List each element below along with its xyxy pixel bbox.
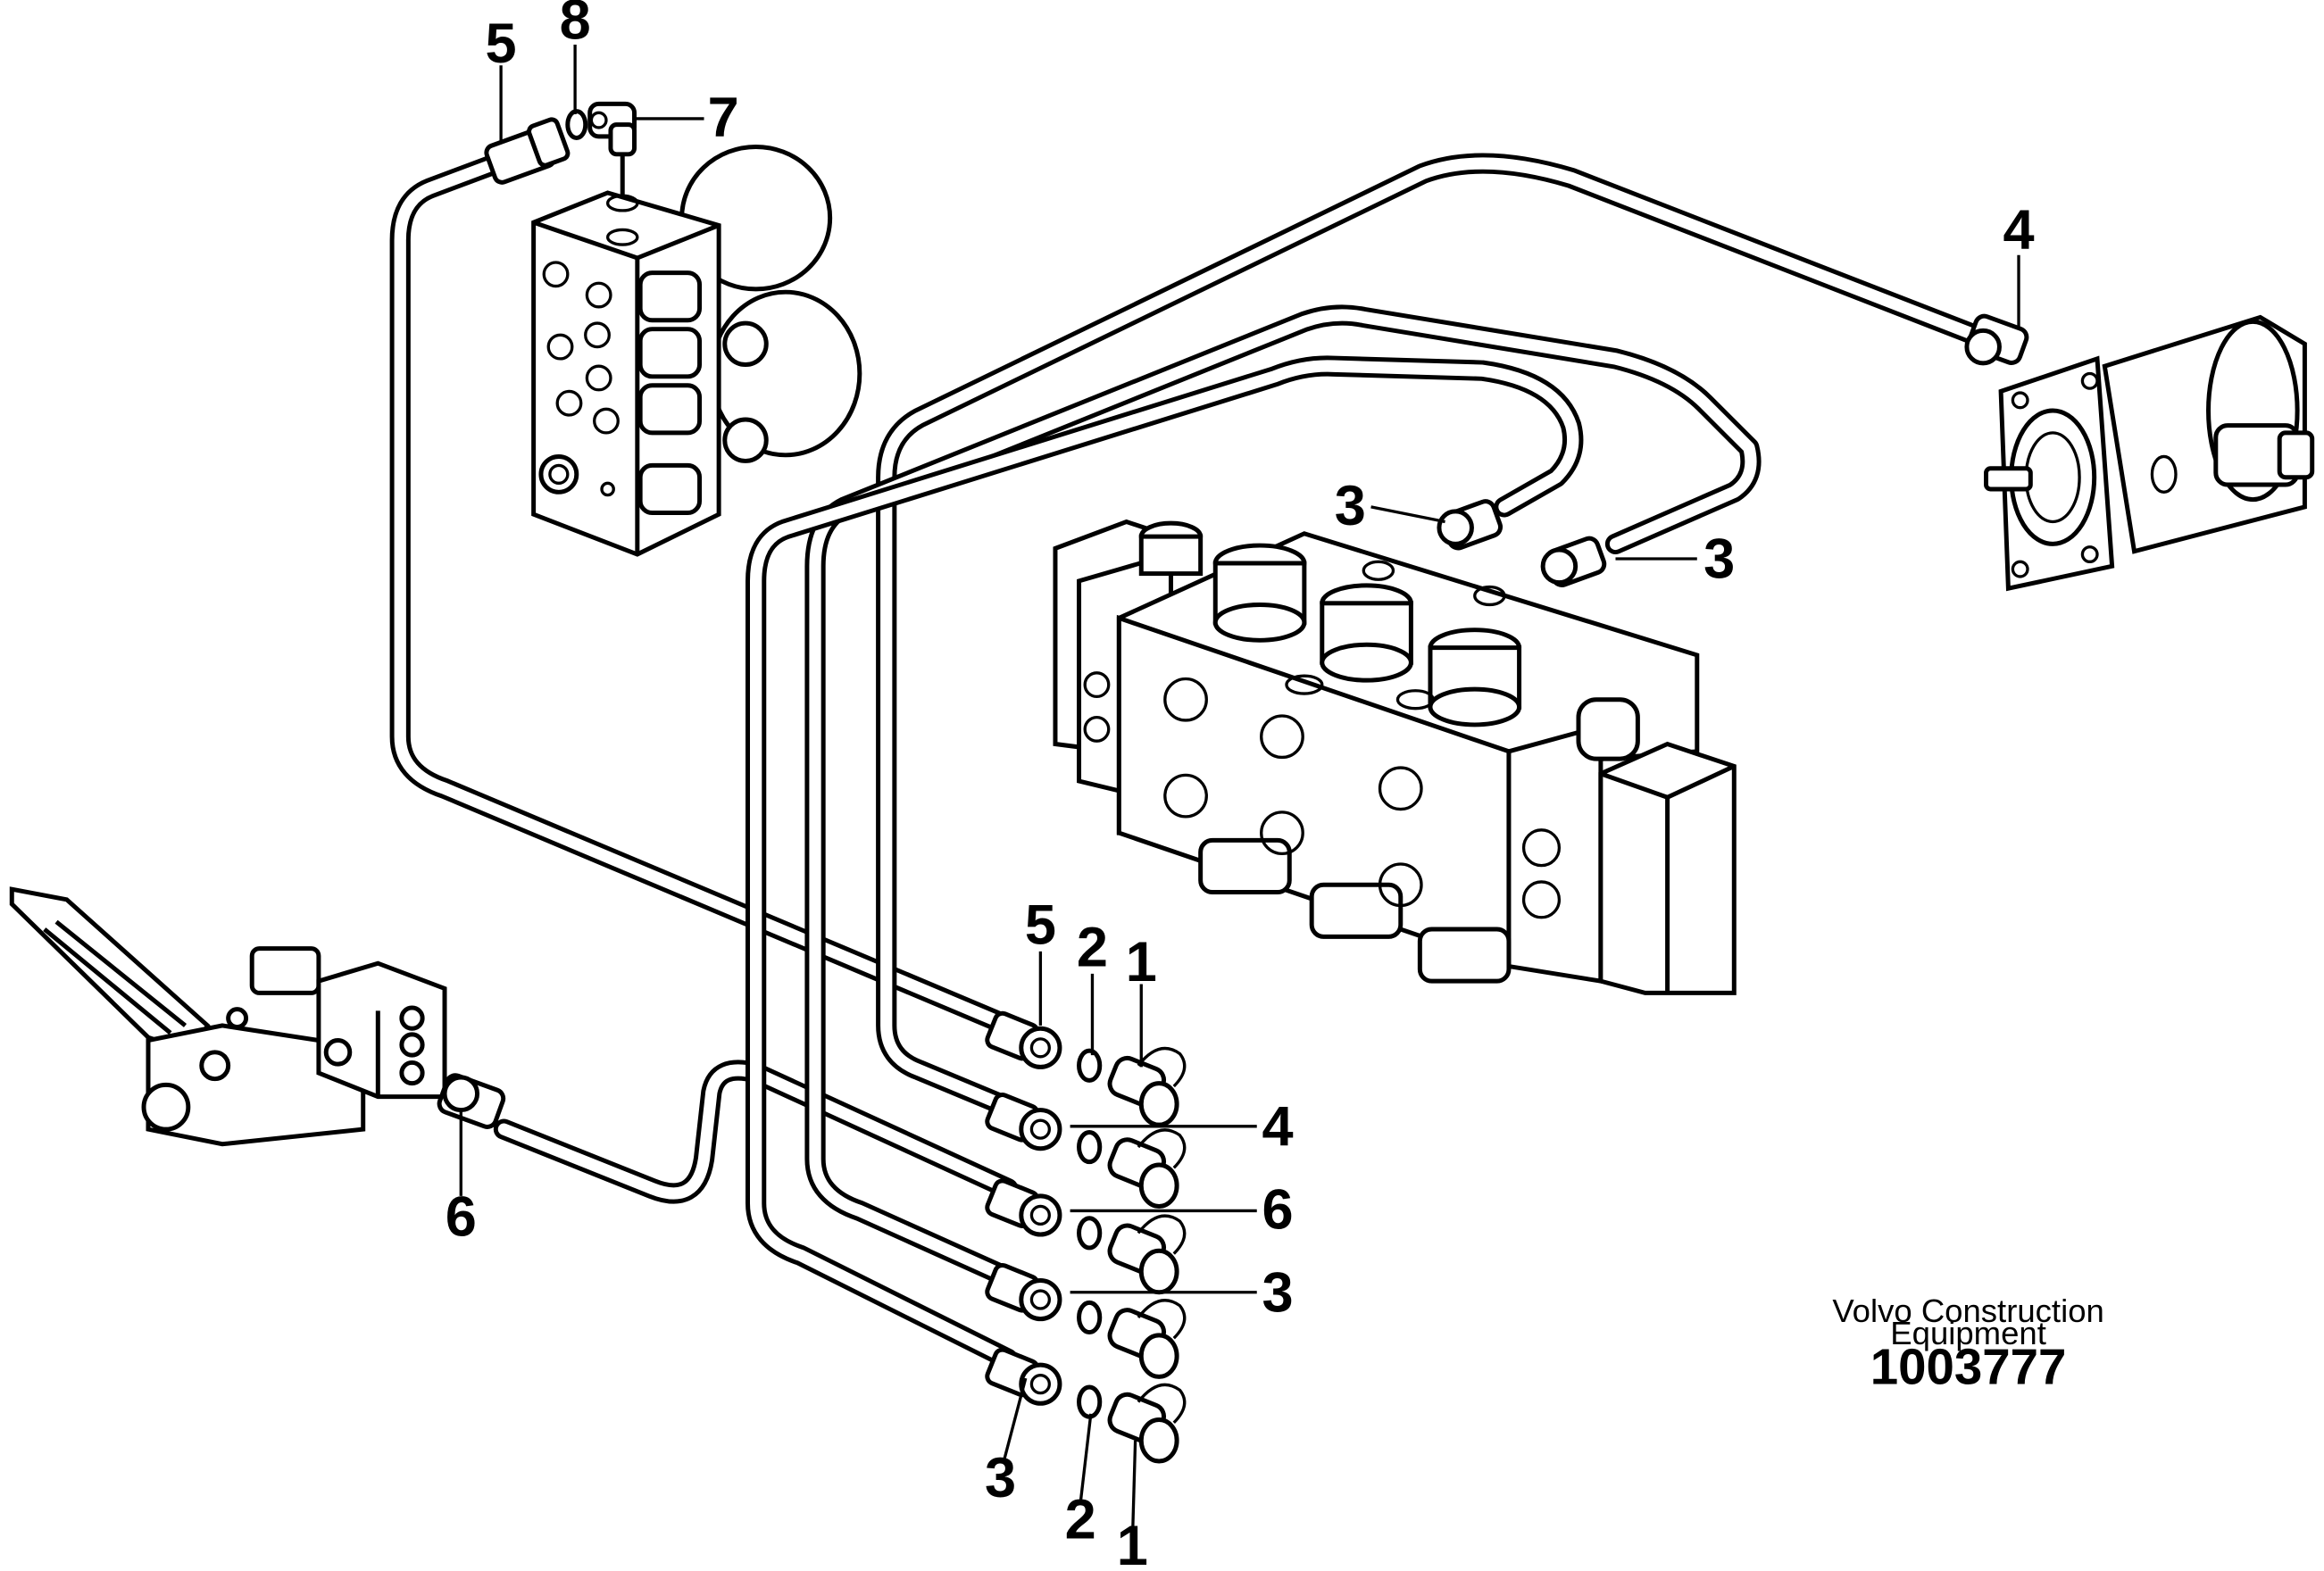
- callout-7-top: 7: [708, 87, 739, 149]
- hose-lines: [389, 153, 1989, 1370]
- callout-6-pedal: 6: [446, 1186, 477, 1249]
- callout-2-coupling-bottom: 2: [1065, 1488, 1096, 1550]
- brake-pedal-valve: [9, 886, 506, 1147]
- callout-3-valve-right: 3: [1703, 528, 1735, 591]
- callout-labels: 5 8 7 4 3 3 5 2 1 4 6 3 6 3 2 1: [446, 0, 2035, 1571]
- pilot-valve-block: [531, 145, 862, 557]
- coupling-row: [985, 1010, 1187, 1127]
- callout-5-top: 5: [486, 12, 517, 75]
- callout-6-coupling: 6: [1262, 1178, 1293, 1241]
- drawing-footer: Volvo Construction Equipment 1003777: [1832, 1293, 2103, 1395]
- maker-line-1: Volvo Construction: [1832, 1293, 2103, 1329]
- callout-3-valve-left: 3: [1335, 475, 1366, 537]
- callout-2-coupling-top: 2: [1077, 917, 1108, 979]
- callout-4-coupling: 4: [1262, 1095, 1293, 1158]
- coupling-row: [985, 1178, 1187, 1295]
- upper-fittings: [484, 101, 637, 196]
- drawing-number: 1003777: [1870, 1339, 2067, 1395]
- quick-couplings: [985, 1010, 1187, 1464]
- main-control-valve: [1053, 499, 1737, 995]
- callout-3-coupling-bottom: 3: [985, 1447, 1016, 1509]
- coupling-row: [985, 1093, 1187, 1209]
- callout-3-coupling: 3: [1262, 1261, 1293, 1324]
- coupling-row: [985, 1262, 1187, 1379]
- callout-5-coupling: 5: [1025, 894, 1056, 957]
- hydraulic-motor: [1964, 313, 2315, 592]
- callout-1-coupling-top: 1: [1126, 931, 1157, 993]
- maker-line-2: Equipment: [1890, 1315, 2046, 1351]
- callout-4-motor: 4: [2003, 199, 2034, 262]
- callout-1-coupling-bottom: 1: [1117, 1515, 1148, 1571]
- leader-lines: [459, 44, 2020, 1545]
- callout-8-top: 8: [560, 0, 591, 51]
